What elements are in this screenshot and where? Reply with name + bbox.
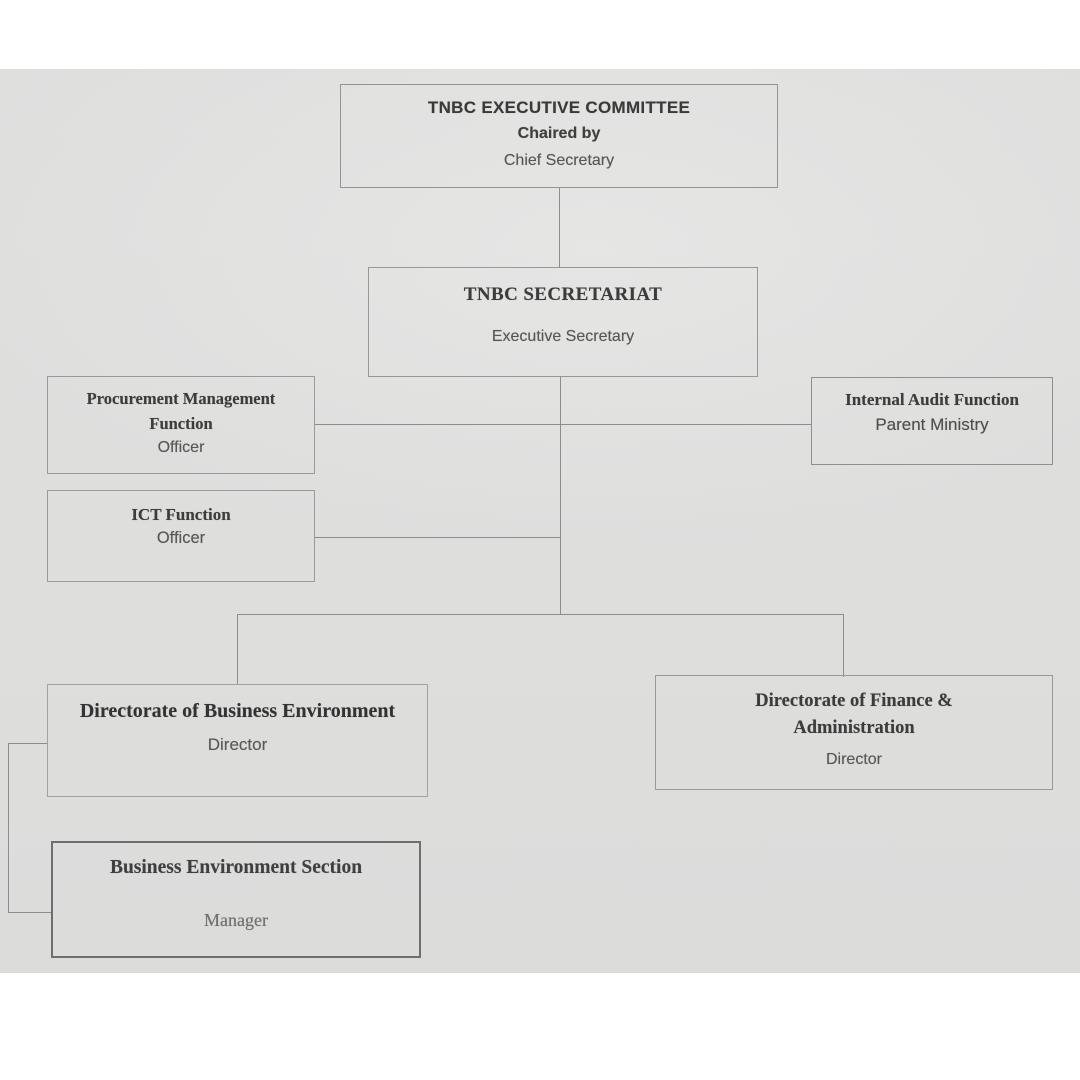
connector-secretariat-trunk	[560, 377, 561, 615]
org-node-executive-committee: TNBC EXECUTIVE COMMITTEE Chaired by Chie…	[340, 84, 778, 188]
org-node-procurement-function: Procurement Management Function Officer	[47, 376, 315, 474]
org-node-internal-audit-function: Internal Audit Function Parent Ministry	[811, 377, 1053, 465]
connector-exec-to-secretariat	[559, 188, 560, 268]
org-node-secretariat: TNBC SECRETARIAT Executive Secretary	[368, 267, 758, 377]
node-role: Parent Ministry	[875, 415, 989, 434]
org-node-business-environment-section: Business Environment Section Manager	[51, 841, 421, 958]
connector-drop-finance-admin	[843, 614, 844, 677]
connector-bes-bracket-bottom	[8, 912, 52, 913]
connector-procurement-to-audit	[315, 424, 811, 425]
node-role: Manager	[204, 910, 268, 930]
node-chaired-by-label: Chaired by	[517, 125, 601, 142]
node-role: Officer	[157, 439, 205, 456]
node-role: Chief Secretary	[503, 152, 615, 169]
connector-bes-bracket-vertical	[8, 743, 9, 913]
connector-directorates-horizontal	[237, 614, 844, 615]
org-node-directorate-finance-administration: Directorate of Finance & Administration …	[655, 675, 1053, 790]
connector-bes-bracket-top	[8, 743, 48, 744]
node-title: TNBC EXECUTIVE COMMITTEE	[427, 98, 691, 117]
scanned-paper-background	[0, 69, 1080, 973]
node-title: Directorate of Finance & Administration	[755, 691, 953, 738]
connector-ict-to-trunk	[315, 537, 561, 538]
node-title: ICT Function	[131, 505, 231, 524]
node-role: Director	[825, 751, 882, 768]
node-title: Business Environment Section	[109, 857, 363, 878]
node-title: Directorate of Business Environment	[79, 700, 396, 722]
org-node-directorate-business-environment: Directorate of Business Environment Dire…	[47, 684, 428, 797]
node-title: TNBC SECRETARIAT	[463, 284, 663, 305]
node-title: Internal Audit Function	[845, 390, 1019, 409]
node-role: Officer	[156, 529, 206, 547]
node-role: Executive Secretary	[491, 328, 635, 345]
node-title: Procurement Management Function	[86, 389, 276, 433]
node-role: Director	[207, 735, 268, 754]
connector-drop-business-environment	[237, 614, 238, 685]
org-node-ict-function: ICT Function Officer	[47, 490, 315, 582]
